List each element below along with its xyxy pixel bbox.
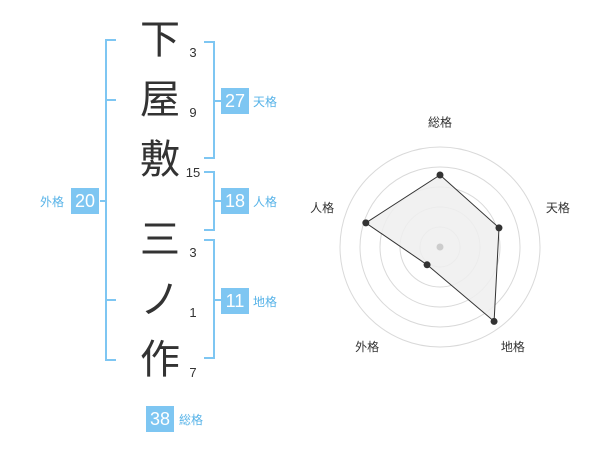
jinkaku-value: 18 [221, 188, 249, 214]
soukaku-value: 38 [146, 406, 174, 432]
given-char-3: 作 [140, 337, 180, 383]
given-strokes-2: 1 [189, 305, 197, 320]
radar-grid-ring-4 [359, 166, 521, 328]
radar-axis-label-5: 人格 [310, 200, 334, 215]
surname-char-2: 屋 [140, 77, 180, 123]
tenkaku-value: 27 [221, 88, 249, 114]
given-strokes-1: 3 [189, 245, 197, 260]
chikaku-label: 地格 [253, 295, 278, 309]
tenkaku-label: 天格 [253, 95, 278, 109]
soukaku-label: 総格 [179, 413, 204, 427]
chikaku-value: 11 [221, 288, 249, 314]
tenkaku-bracket [204, 41, 215, 159]
radar-axis-label-3: 地格 [501, 339, 525, 354]
radar-axis-label-1: 総格 [428, 115, 452, 130]
given-strokes-3: 7 [189, 365, 197, 380]
surname-strokes-2: 9 [189, 105, 197, 120]
surname-char-1: 下 [140, 17, 180, 63]
radar-axis-label-2: 天格 [546, 200, 570, 215]
jinkaku-label: 人格 [253, 195, 278, 209]
radar-point-5 [362, 219, 370, 227]
radar-point-1 [436, 171, 444, 179]
radar-axis-label-4: 外格 [355, 339, 379, 354]
radar-point-2 [495, 224, 503, 232]
surname-strokes-3: 15 [185, 165, 201, 180]
gaikaku-value: 20 [71, 188, 99, 214]
radar-point-3 [490, 317, 498, 325]
given-char-2: ノ [140, 277, 180, 323]
surname-char-3: 敷 [140, 137, 180, 183]
chikaku-bracket [204, 239, 215, 359]
given-char-1: 三 [140, 217, 180, 263]
radar-grid-ring-5 [339, 146, 541, 348]
jinkaku-bracket [204, 171, 215, 231]
gaikaku-bracket [105, 39, 116, 361]
gaikaku-label: 外格 [40, 195, 65, 209]
surname-strokes-1: 3 [189, 45, 197, 60]
radar-center-dot [436, 243, 444, 251]
radar-point-4 [423, 261, 431, 269]
radar-data-polygon [364, 174, 500, 323]
